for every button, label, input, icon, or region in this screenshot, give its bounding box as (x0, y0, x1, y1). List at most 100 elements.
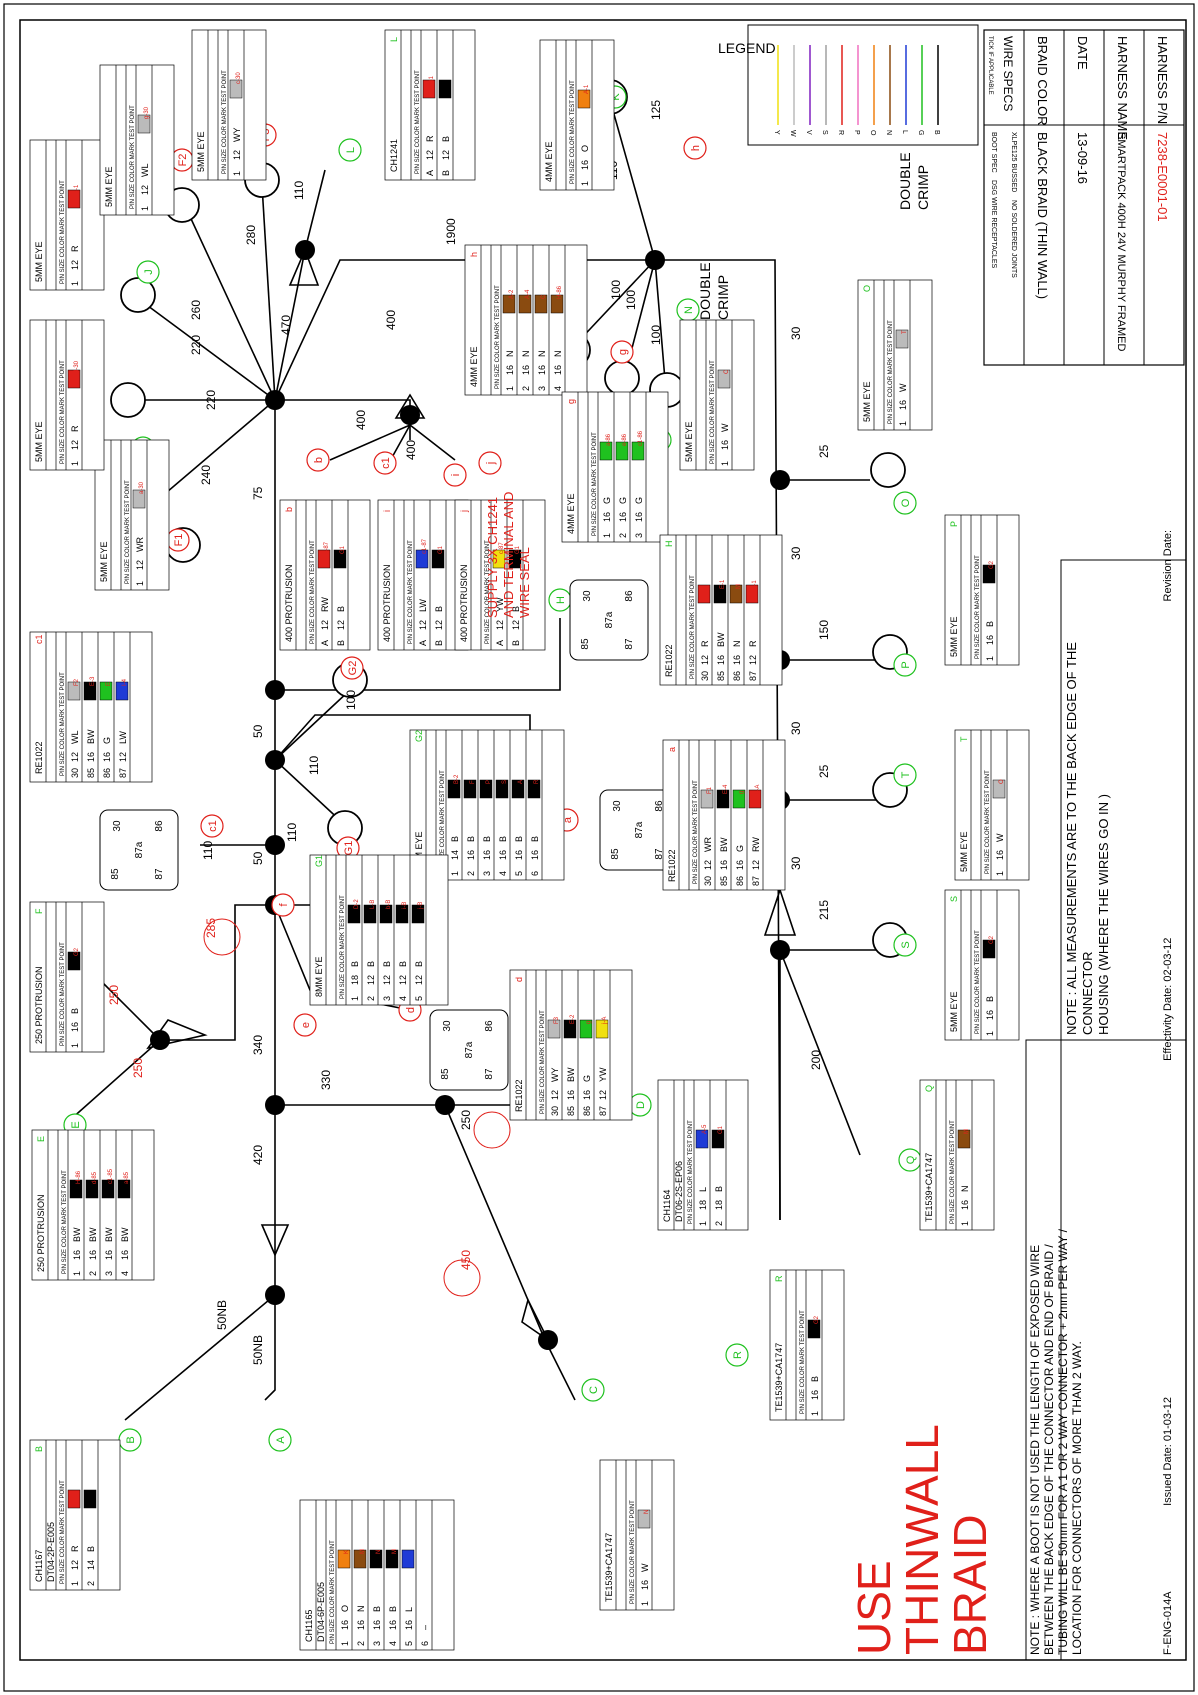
table-cell: YW (598, 1067, 608, 1082)
junction-node (265, 835, 285, 855)
marker-label: j (485, 462, 497, 465)
table-cell: H-30 (74, 360, 80, 374)
part-no-label: HARNESS P/N (1155, 36, 1170, 124)
svg-text:SUPPLY 3X CH1241: SUPPLY 3X CH1241 (485, 497, 500, 618)
braid-value: BLACK BRAID (THIN WALL) (1035, 132, 1050, 299)
table-cell: G2 (989, 560, 995, 569)
table-cell: 2 (618, 533, 628, 538)
table-cell: 16 (88, 1250, 98, 1260)
to-g1 (274, 759, 346, 826)
dimension-label: 110 (292, 181, 306, 200)
table-cell: LW (418, 599, 428, 612)
splice-C (521, 1297, 549, 1341)
dimension-label: 125 (649, 100, 663, 120)
marker-label: G2 (347, 661, 359, 676)
table-cell: 12 (425, 150, 435, 160)
table-title: 4MM EYE (544, 141, 554, 182)
table-cell: 86 (735, 876, 745, 886)
svg-text:PIN SIZE COLOR: PIN SIZE COLOR MARK TEST POINT (330, 1540, 336, 1644)
table-title: TE1539+CA1747 (924, 1153, 934, 1222)
table-title: 400 PROTRUSION (284, 564, 294, 642)
ring-eye-icon (110, 382, 146, 418)
table-cell: N (376, 1550, 382, 1554)
table-title: 5MM EYE (34, 421, 44, 462)
dimension-label: 110 (307, 756, 321, 775)
table-cell: 4 (388, 1641, 398, 1646)
table-cell: 16 (505, 365, 515, 375)
dimension-label: 110 (201, 841, 215, 860)
marker-circle-icon (683, 136, 707, 160)
dimension-label: 220 (204, 390, 218, 410)
marker-label: N (683, 306, 695, 314)
table-cell: 16 (404, 1620, 414, 1630)
dimension-label: 240 (199, 465, 213, 485)
table-cell: 16 (960, 1200, 970, 1210)
marker-label: R (732, 1351, 744, 1359)
svg-text:30: 30 (582, 590, 593, 602)
table-cell: 86 (582, 1106, 592, 1116)
table-cell: B (86, 1546, 96, 1552)
table-title: 250 PROTRUSION (34, 966, 44, 1044)
table-cell: W (640, 1563, 650, 1572)
table-cell: B (482, 836, 492, 842)
table-cell: B (441, 136, 451, 142)
to-J (139, 299, 276, 401)
table-cell: j-B (418, 902, 424, 910)
name-value: SMARTPACK 400H 24V MURPHY FRAMED (1115, 132, 1127, 352)
tick-label: TICK IF APPLICABLE (987, 36, 993, 95)
table-cell: 16 (720, 440, 730, 450)
table-cell: B (350, 961, 360, 967)
table-cell: 12 (70, 440, 80, 450)
table-cell: A (518, 780, 524, 784)
table-cell: c-30 (236, 72, 242, 84)
table-cell: 12 (118, 752, 128, 762)
dimension-label: 330 (319, 1070, 333, 1090)
table-cell: B (414, 961, 424, 967)
marker-label: E (70, 1121, 82, 1128)
table-cell: 12 (320, 620, 330, 630)
junction-node (150, 1030, 170, 1050)
table-cell: 16 (810, 1390, 820, 1400)
marker-label: S (900, 941, 912, 948)
dimension-label: 100 (609, 280, 623, 300)
table-title: 5MM EYE (949, 991, 959, 1032)
table-title: CH1165 (304, 1610, 314, 1642)
table-tag: R (774, 1275, 784, 1282)
table-cell: c1-87 (422, 538, 428, 554)
svg-text:PIN SIZE COLOR: PIN SIZE COLOR MARK TEST POINT (985, 770, 991, 874)
table-tag: E (36, 1136, 46, 1142)
table-cell: c1-85 (108, 1168, 114, 1184)
table-cell: B (466, 836, 476, 842)
marker-label: d (405, 1007, 417, 1013)
dimension-label: 200 (809, 1050, 823, 1070)
table-cell: 16 (521, 365, 531, 375)
junction-node (265, 1285, 285, 1305)
table-cell: A-2 (509, 289, 515, 299)
table-cell: B-2 (454, 774, 460, 784)
svg-text:PIN SIZE COLOR: PIN SIZE COLOR MARK TEST POINT (570, 80, 576, 184)
dimension-label: 260 (189, 300, 203, 320)
table-cell: G2 (814, 1315, 820, 1324)
table-cell: 18 (350, 975, 360, 985)
marker-circle-icon (478, 451, 502, 475)
marker-label: g (617, 349, 629, 355)
table-cell: 6 (420, 1641, 430, 1646)
table-cell: W (720, 423, 730, 432)
table-cell: BW (104, 1227, 114, 1242)
table-cell: 2 (521, 386, 531, 391)
table-part: DT04-6P-E005 (316, 1582, 326, 1642)
table-title: 4MM EYE (469, 346, 479, 387)
table-cell: 12 (135, 560, 145, 570)
dimension-label: 1900 (444, 218, 458, 245)
marker-circle-icon (340, 656, 364, 680)
dimension-label: 250 (107, 985, 121, 1005)
